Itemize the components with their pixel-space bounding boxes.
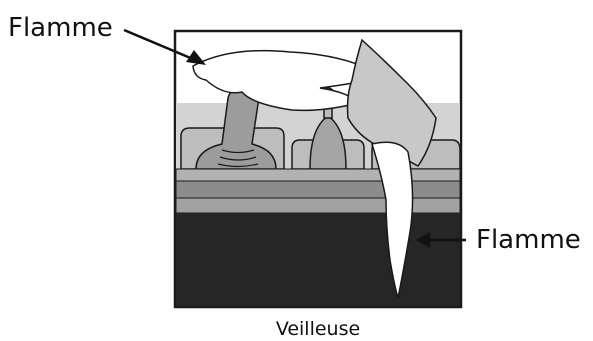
- label-flame-top: Flamme: [8, 13, 113, 43]
- rails: [176, 169, 460, 213]
- base-black: [176, 213, 460, 306]
- caption: Veilleuse: [276, 318, 360, 340]
- label-flame-right: Flamme: [476, 225, 581, 255]
